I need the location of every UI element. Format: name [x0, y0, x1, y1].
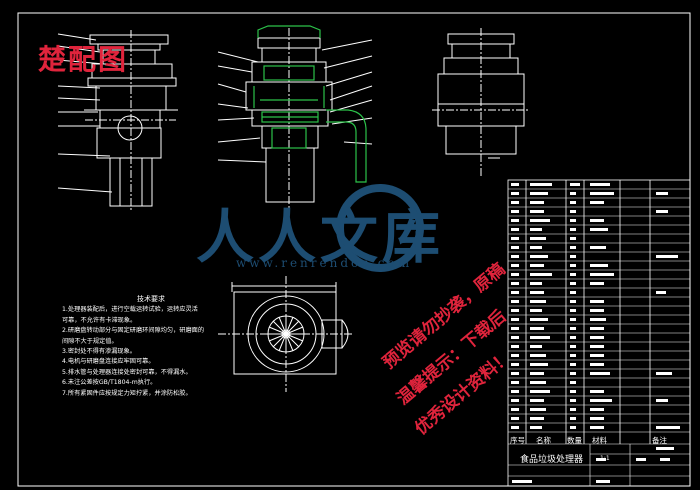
- technical-notes-title: 技术要求: [137, 295, 165, 303]
- bom-header-remark: 备注: [652, 436, 667, 445]
- bom-text-marks: [511, 183, 680, 483]
- drawing-scale: 1:1: [600, 455, 610, 462]
- technical-note-line: 5.排水管与处理器连接处密封可靠，不得漏水。: [62, 368, 192, 376]
- side-view-right: [432, 28, 530, 176]
- front-view-left: [57, 30, 178, 212]
- technical-note-line: 1.处理器装配后，进行空载运转试验，运转应灵活: [62, 306, 198, 314]
- technical-note-line: 6.未注公差按GB/T1804-m执行。: [62, 379, 157, 387]
- bom-header-qty: 数量: [567, 436, 582, 445]
- site-url: www.renrendoc.com: [236, 256, 413, 270]
- watermark-top-left: 楚配图: [38, 43, 129, 76]
- technical-note-line: 间隙不大于规定值。: [62, 337, 118, 345]
- site-logo-circle: [336, 184, 424, 272]
- site-logo-text: 人人文库: [196, 203, 445, 271]
- section-view-middle: [217, 28, 373, 212]
- technical-note-line: 2.研磨盘转动部分与固定研磨环间隙均匀，研磨面的: [62, 327, 205, 335]
- technical-note-line: 7.所有紧固件应按规定力矩拧紧，并涂防松胶。: [62, 389, 192, 397]
- bom-rows: [508, 188, 690, 486]
- technical-note-line: 可靠，不允许有卡滞现象。: [62, 316, 137, 324]
- bom-header-no: 序号: [510, 436, 525, 445]
- bom-header-material: 材料: [592, 436, 607, 445]
- section-view-internals: [253, 25, 367, 183]
- bom-header-name: 名称: [536, 436, 551, 445]
- technical-note-line: 3.密封处不得有渗漏现象。: [62, 348, 136, 356]
- drawing-title: 食品垃圾处理器: [520, 455, 584, 465]
- technical-note-line: 4.电机与研磨盘连接应牢固可靠。: [62, 358, 155, 366]
- technical-notes: 技术要求 1.处理器装配后，进行空载运转试验，运转应灵活 可靠，不允许有卡滞现象…: [62, 294, 240, 399]
- top-view-bottom: [218, 276, 352, 392]
